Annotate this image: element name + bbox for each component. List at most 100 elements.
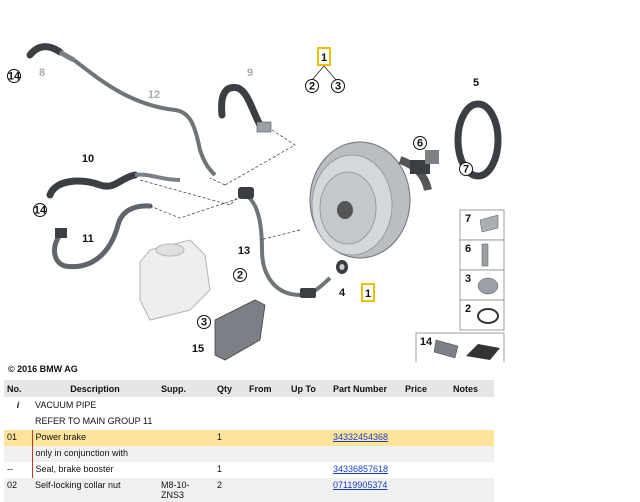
parts-diagram: 14 8 12 9 1 2 3 5 10 14 11 6 7 13 2 4 1 … xyxy=(7,43,505,362)
row-description: only in conjunction with xyxy=(31,446,158,462)
part-2-box[interactable] xyxy=(459,299,505,331)
row-supp xyxy=(158,446,214,462)
part-number-link[interactable]: 07119905374 xyxy=(333,480,388,490)
table-row: REFER TO MAIN GROUP 11 xyxy=(4,414,494,430)
table-row: i VACUUM PIPE xyxy=(4,397,494,414)
row-notes xyxy=(450,462,494,478)
callout-7[interactable]: 7 xyxy=(463,164,469,176)
row-from xyxy=(246,397,288,414)
callout-5[interactable]: 5 xyxy=(473,77,479,89)
vacuum-hose-9[interactable] xyxy=(218,84,272,133)
row-price xyxy=(402,462,450,478)
row-qty: 1 xyxy=(214,462,246,478)
row-from xyxy=(246,430,288,446)
table-row[interactable]: 02 Self-locking collar nut M8-10-ZNS3 2 … xyxy=(4,478,494,502)
row-part-number: 34336857618 xyxy=(330,462,402,478)
row-up-to xyxy=(288,430,330,446)
row-up-to xyxy=(288,414,330,430)
bracket-15[interactable] xyxy=(214,299,266,361)
callout-14-top[interactable]: 14 xyxy=(8,71,21,83)
row-up-to xyxy=(288,397,330,414)
row-no xyxy=(4,446,32,462)
row-price xyxy=(402,430,450,446)
row-part-number: 07119905374 xyxy=(330,478,402,502)
row-description: Power brake xyxy=(31,430,158,446)
callout-14-mid[interactable]: 14 xyxy=(34,205,47,217)
grommet-4[interactable] xyxy=(336,260,348,274)
col-part-number: Part Number xyxy=(330,380,402,398)
row-part-number xyxy=(330,414,402,430)
callout-10[interactable]: 10 xyxy=(82,153,94,165)
part-number-link[interactable]: 34332454368 xyxy=(333,432,389,442)
seal-5[interactable] xyxy=(454,100,502,180)
panel-label-14: 14 xyxy=(420,336,433,348)
power-brake-booster[interactable] xyxy=(309,141,439,259)
row-supp xyxy=(158,414,214,430)
row-notes xyxy=(450,414,494,430)
row-no: 02 xyxy=(4,478,32,502)
col-qty: Qty xyxy=(214,380,246,398)
col-no: No. xyxy=(4,380,32,398)
brake-fluid-reservoir[interactable] xyxy=(139,239,211,321)
col-price: Price xyxy=(402,380,450,398)
table-row-selected[interactable]: 01 Power brake 1 34332454368 xyxy=(4,430,494,446)
callout-12[interactable]: 12 xyxy=(148,89,160,101)
row-part-number: 34332454368 xyxy=(330,430,402,446)
row-up-to xyxy=(288,446,330,462)
col-up-to: Up To xyxy=(288,380,330,398)
row-description: Self-locking collar nut xyxy=(32,478,158,502)
row-qty xyxy=(214,414,246,430)
row-description: VACUUM PIPE xyxy=(32,397,158,414)
col-supp: Supp. xyxy=(158,380,214,398)
col-from: From xyxy=(246,380,288,398)
callout-2-mid[interactable]: 2 xyxy=(237,270,243,282)
row-no: 01 xyxy=(4,430,32,446)
leader-lines xyxy=(139,129,301,241)
vacuum-pipe-13[interactable] xyxy=(238,187,332,298)
row-notes xyxy=(450,430,494,446)
callout-11[interactable]: 11 xyxy=(82,233,94,245)
row-from xyxy=(246,478,288,502)
row-qty: 2 xyxy=(214,478,246,502)
vacuum-hose-8[interactable] xyxy=(26,43,76,63)
panel-label-7: 7 xyxy=(465,213,471,225)
row-notes xyxy=(450,446,494,462)
callout-4[interactable]: 4 xyxy=(339,287,346,299)
row-description: Seal, brake booster xyxy=(31,462,158,478)
parts-table: No. Description Supp. Qty From Up To Par… xyxy=(4,380,494,502)
callout-8[interactable]: 8 xyxy=(39,67,45,79)
vacuum-hose-10[interactable] xyxy=(46,171,181,199)
callout-1-mid[interactable]: 1 xyxy=(365,288,371,300)
col-notes: Notes xyxy=(450,380,494,398)
row-price xyxy=(402,397,450,414)
col-description: Description xyxy=(32,380,158,398)
row-qty xyxy=(214,446,246,462)
callout-9[interactable]: 9 xyxy=(247,67,253,79)
row-price xyxy=(402,446,450,462)
vacuum-pipe-12[interactable] xyxy=(72,58,217,177)
vacuum-hose-11[interactable] xyxy=(52,203,153,270)
row-no xyxy=(4,414,32,430)
row-up-to xyxy=(288,478,330,502)
row-no: -- xyxy=(4,462,32,478)
table-row[interactable]: -- Seal, brake booster 1 34336857618 xyxy=(4,462,494,478)
row-notes xyxy=(450,397,494,414)
row-from xyxy=(246,462,288,478)
callout-1-top[interactable]: 1 xyxy=(321,52,327,64)
callout-3-top[interactable]: 3 xyxy=(335,81,341,93)
callout-13[interactable]: 13 xyxy=(238,245,250,257)
part-number-link[interactable]: 34336857618 xyxy=(333,464,389,474)
table-header-row: No. Description Supp. Qty From Up To Par… xyxy=(4,380,494,398)
row-price xyxy=(402,414,450,430)
row-qty xyxy=(214,397,246,414)
row-price xyxy=(402,478,450,502)
callout-6[interactable]: 6 xyxy=(417,138,423,150)
callout-3-low[interactable]: 3 xyxy=(201,317,207,329)
row-notes xyxy=(450,478,494,502)
callout-15[interactable]: 15 xyxy=(192,343,204,355)
copyright-notice: © 2016 BMW AG xyxy=(8,364,78,374)
panel-label-3: 3 xyxy=(465,273,471,285)
row-from xyxy=(246,414,288,430)
callout-2-top[interactable]: 2 xyxy=(309,81,315,93)
row-qty: 1 xyxy=(214,430,246,446)
